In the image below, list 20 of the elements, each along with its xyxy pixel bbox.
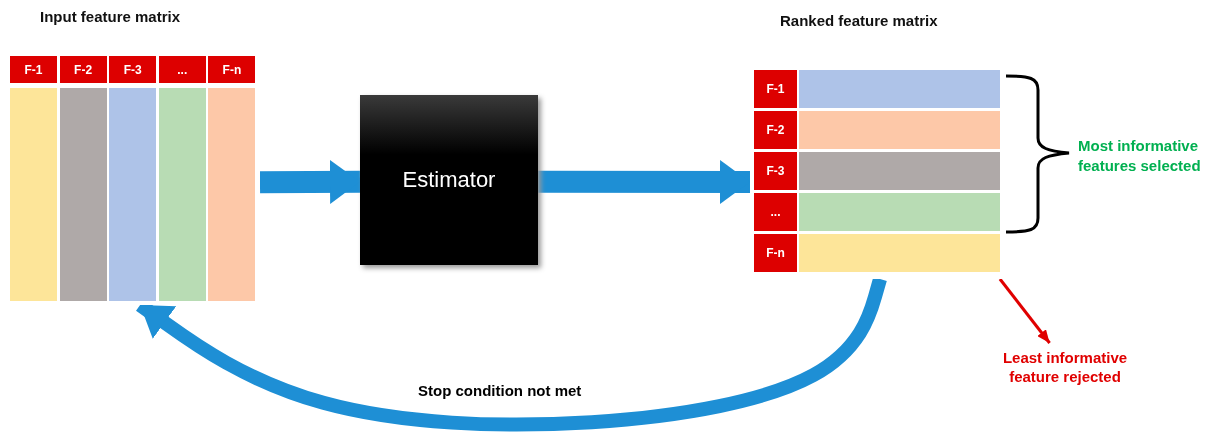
feature-header: F-2	[754, 111, 797, 149]
estimator-box: Estimator	[360, 95, 538, 265]
rejected-note: Least informative feature rejected	[995, 343, 1135, 391]
feature-header: F-n	[208, 56, 256, 83]
feature-header: F-n	[754, 234, 797, 272]
feature-header: F-1	[754, 70, 797, 108]
feature-header: F-1	[10, 56, 57, 83]
arrow	[998, 278, 1051, 344]
feature-header: F-3	[109, 56, 157, 83]
feature-header: ...	[158, 56, 206, 83]
feature-header: ...	[754, 193, 797, 231]
matrix-title: Ranked feature matrix	[780, 12, 938, 29]
flow-arrow	[537, 160, 751, 205]
flow-arrow	[259, 159, 361, 204]
edge-label: Stop condition not met	[415, 382, 585, 399]
selected-note: Most informative features selected	[1078, 136, 1202, 175]
feature-header: F-3	[754, 152, 797, 190]
flow-arrow	[136, 277, 887, 432]
matrix-title: Input feature matrix	[40, 8, 181, 25]
feature-header: F-2	[59, 56, 107, 83]
